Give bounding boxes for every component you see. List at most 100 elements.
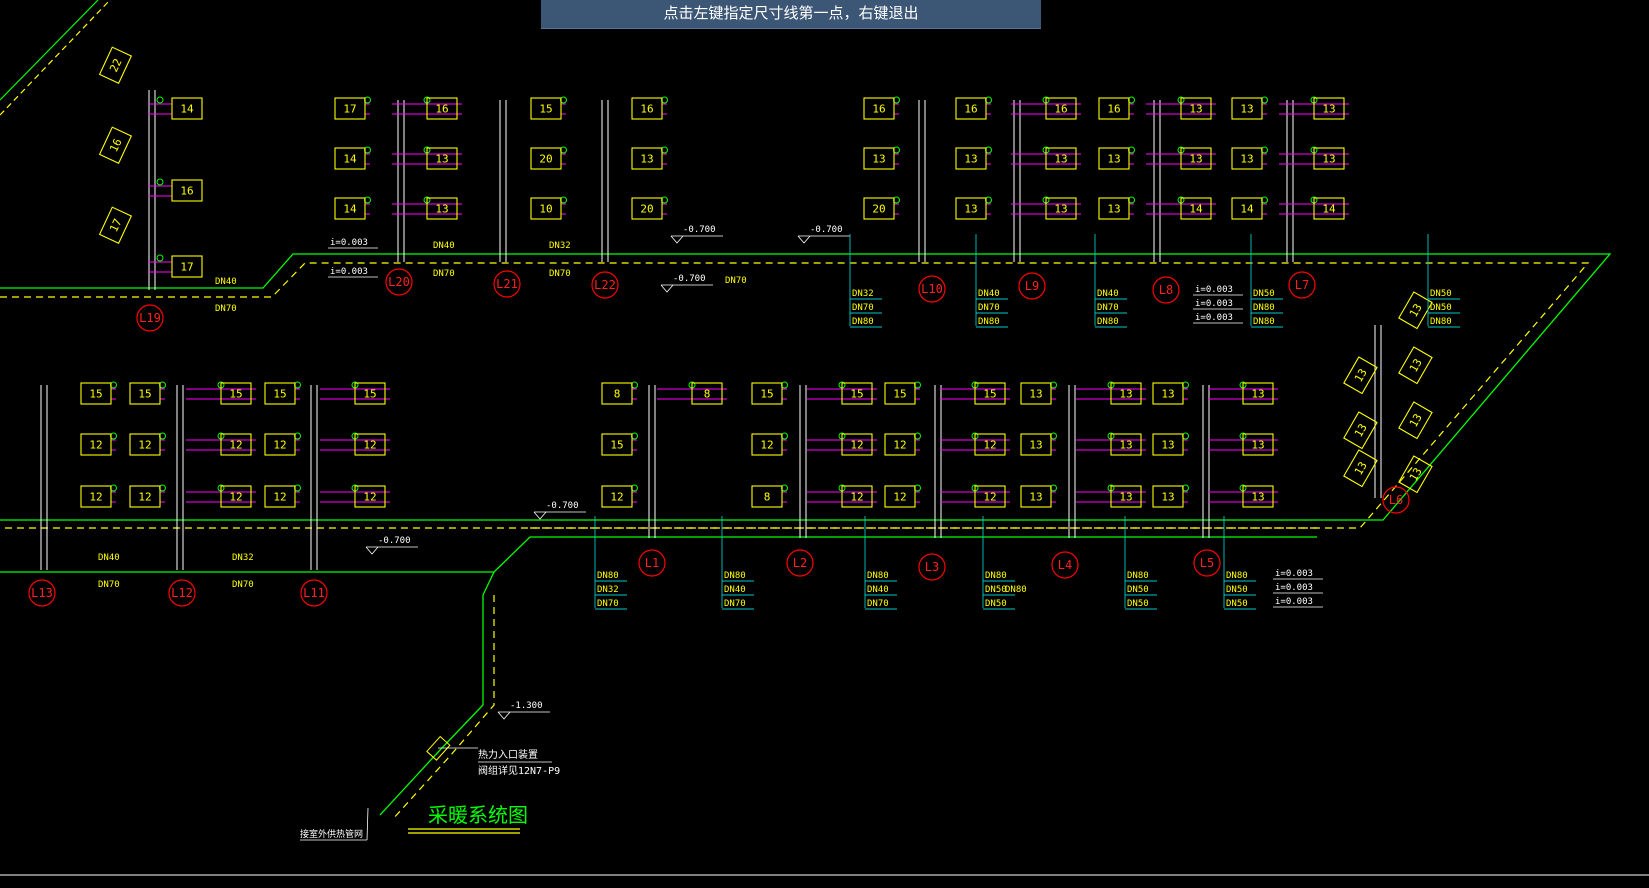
radiator-block: 14 — [1180, 197, 1212, 220]
radiator-outline — [631, 97, 663, 120]
radiator-block: 12 — [80, 433, 112, 456]
radiator-value: 8 — [614, 388, 621, 401]
radiator-value: 13 — [964, 203, 977, 216]
radiator-value: 16 — [180, 185, 193, 198]
radiator-outline — [1343, 356, 1378, 395]
outdoor-network-note: 接室外供热管网 — [300, 828, 363, 840]
radiator-value: 14 — [1189, 203, 1203, 216]
radiator-outline — [334, 97, 366, 120]
radiator-outline — [1045, 147, 1077, 170]
elevation-triangle — [660, 284, 674, 293]
radiator-outline — [955, 197, 987, 220]
riser-circle — [1018, 272, 1046, 300]
radiator-value: 10 — [539, 203, 552, 216]
radiator-outline — [1398, 346, 1433, 385]
radiator-block: 20 — [530, 147, 562, 170]
radiator-block: 13 — [1398, 401, 1433, 440]
radiator-outline — [530, 147, 562, 170]
radiator-block: 15 — [220, 382, 252, 405]
radiator-value: 12 — [983, 439, 996, 452]
radiator-block: 14 — [1313, 197, 1345, 220]
riser-label: L21 — [496, 277, 518, 291]
leader-text: DN40 — [1097, 289, 1119, 299]
riser-label: L7 — [1295, 278, 1309, 292]
elevation-triangle — [797, 235, 811, 244]
radiator-outline — [601, 485, 633, 508]
command-prompt-bar: 点击左键指定尺寸线第一点，右键退出 — [541, 0, 1041, 29]
radiator-value: 13 — [1119, 491, 1132, 504]
leader-text: DN80 — [597, 571, 619, 581]
radiator-block: 13 — [955, 147, 987, 170]
radiator-block: 12 — [264, 485, 296, 508]
riser-label: L19 — [139, 311, 161, 325]
riser-circle — [168, 579, 196, 607]
leader-text: DN32 — [597, 585, 619, 595]
leader-stacks: DN32DN70DN80DN40DN70DN80DN40DN70DN80DN50… — [594, 234, 1460, 610]
riser-label: L1 — [645, 556, 659, 570]
radiator-block: 10 — [530, 197, 562, 220]
elevation-label: -0.700 — [683, 225, 716, 235]
radiator-value: 13 — [640, 153, 653, 166]
radiator-block: 13 — [1343, 356, 1378, 395]
riser-circle — [1051, 551, 1079, 579]
radiator-value: 15 — [229, 388, 242, 401]
radiator-value: 12 — [89, 439, 102, 452]
radiator-value: 13 — [1240, 103, 1253, 116]
leader-text: DN80 — [1253, 317, 1275, 327]
radiator-block: 12 — [601, 485, 633, 508]
radiator-value: 15 — [893, 388, 906, 401]
elevation-label: -0.700 — [378, 536, 411, 546]
riser-circle — [638, 549, 666, 577]
riser-label: L13 — [31, 586, 53, 600]
radiator-outline — [1152, 433, 1184, 456]
radiator-value: 13 — [1251, 439, 1264, 452]
radiator-outline — [884, 433, 916, 456]
radiator-block: 22 — [98, 46, 133, 84]
radiator-value: 12 — [138, 491, 151, 504]
radiator-outline — [171, 255, 203, 278]
radiator-block: 20 — [631, 197, 663, 220]
radiator-value: 15 — [850, 388, 863, 401]
leader-text: DN50 — [1226, 585, 1248, 595]
radiator-outline — [974, 433, 1006, 456]
leader-text: DN80 — [1127, 571, 1149, 581]
radiator-outline — [1045, 97, 1077, 120]
radiator-outline — [601, 382, 633, 405]
radiator-block: 12 — [264, 433, 296, 456]
radiator-value: 12 — [273, 439, 286, 452]
valve-symbol — [156, 254, 164, 262]
radiator-outline — [80, 382, 112, 405]
radiator-value: 13 — [435, 153, 448, 166]
radiator-value: 13 — [1251, 388, 1264, 401]
radiator-value: 20 — [640, 203, 653, 216]
radiator-block: 17 — [334, 97, 366, 120]
radiator-block: 14 — [1231, 197, 1263, 220]
slope-label: i=0.003 — [1275, 583, 1313, 593]
riser-label: L3 — [925, 560, 939, 574]
radiator-outline — [1231, 147, 1263, 170]
radiator-value: 12 — [610, 491, 623, 504]
radiator-outline — [1313, 97, 1345, 120]
elevation-label: -0.700 — [673, 274, 706, 284]
leader-text: DN40 — [724, 585, 746, 595]
radiator-block: 13 — [1242, 485, 1274, 508]
radiator-outline — [1020, 382, 1052, 405]
radiator-block: 13 — [426, 197, 458, 220]
radiator-block: 12 — [80, 485, 112, 508]
leader-text: DN50 — [1127, 599, 1149, 609]
riser-circle — [28, 579, 56, 607]
radiator-value: 15 — [273, 388, 286, 401]
radiator-outline — [1242, 382, 1274, 405]
radiator-outline — [129, 382, 161, 405]
radiator-block: 13 — [1098, 147, 1130, 170]
radiator-outline — [1152, 382, 1184, 405]
radiator-outline — [751, 433, 783, 456]
radiator-block: 16 — [955, 97, 987, 120]
leader-text: DN80 — [1097, 317, 1119, 327]
radiator-outline — [530, 197, 562, 220]
elevation-triangle — [533, 511, 547, 520]
radiator-block: 15 — [80, 382, 112, 405]
radiator-value: 12 — [893, 439, 906, 452]
riser-label: L10 — [921, 282, 943, 296]
